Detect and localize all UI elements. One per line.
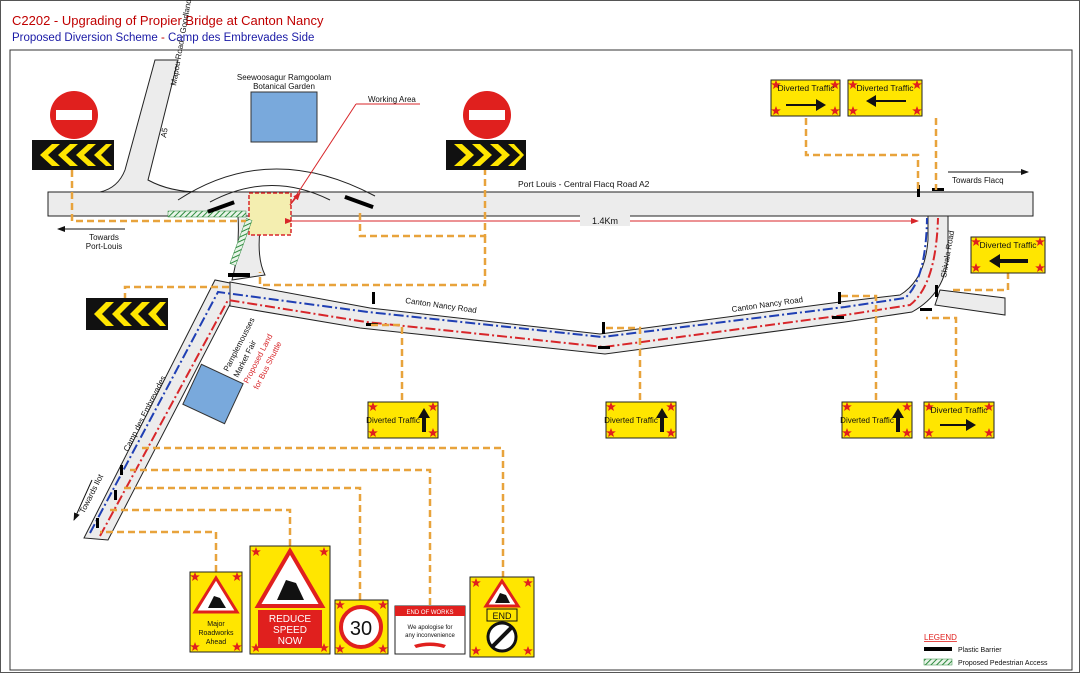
major-roadworks-line1: Major [207, 621, 225, 628]
no-entry-sign-right [463, 91, 511, 139]
diverted-traffic-sign-left-1: Diverted Traffic [847, 79, 923, 117]
worker-icon [495, 593, 510, 603]
a2-road-label: Port Louis - Central Flacq Road A2 [518, 179, 650, 189]
market-fair-block [182, 363, 244, 425]
plastic-barriers [96, 185, 944, 528]
diverted-traffic-text: Diverted Traffic [856, 83, 914, 93]
end-of-works-sign: END OF WORKS We apologise for any inconv… [394, 605, 466, 655]
legend-pedestrian-label: Proposed Pedestrian Access [958, 660, 1048, 667]
drawing-title: C2202 - Upgrading of Propier Bridge at C… [12, 13, 324, 28]
major-roadworks-line3: Ahead [206, 639, 226, 646]
bridge-hump-inner [209, 185, 331, 203]
speed-limit-value: 30 [350, 618, 372, 640]
major-roadworks-line2: Roadworks [198, 630, 234, 637]
legend-barrier-swatch [924, 647, 952, 651]
mapou-road [99, 59, 201, 193]
diverted-traffic-sign-up-3: Diverted Traffic [840, 401, 913, 439]
legend-barrier-label: Plastic Barrier [958, 647, 1002, 654]
speed-limit-sign: 30 [334, 599, 389, 655]
diverted-traffic-text: Diverted Traffic [604, 416, 658, 425]
pedestrian-access-2 [229, 218, 253, 266]
major-roadworks-sign: Major Roadworks Ahead [189, 571, 243, 653]
legend: LEGEND Plastic Barrier Proposed Pedestri… [923, 633, 1048, 667]
chevron-board-left [32, 140, 114, 170]
legend-pedestrian-swatch [923, 658, 953, 666]
arrow-right-icon [940, 419, 976, 431]
route-blue [89, 217, 928, 534]
diverted-traffic-text: Diverted Traffic [840, 416, 894, 425]
shivala-spur [934, 289, 1006, 316]
chevron-board-camp [86, 298, 168, 330]
reduce-speed-line3: NOW [278, 636, 303, 647]
diverted-traffic-text: Diverted Traffic [777, 83, 835, 93]
subtitle-separator: - [157, 32, 168, 44]
reduce-speed-line1: REDUCE [269, 614, 312, 625]
arrow-up-icon [418, 408, 430, 432]
reduce-speed-sign: REDUCE SPEED NOW [249, 545, 331, 655]
end-sign: END [469, 576, 535, 658]
canton-nancy-label-1: Canton Nancy Road [405, 296, 478, 315]
reduce-speed-line2: SPEED [273, 625, 307, 636]
arrow-up-icon [892, 408, 904, 432]
arrow-up-icon [656, 408, 668, 432]
signature-mark-icon [414, 642, 446, 648]
worker-icon [208, 596, 226, 608]
arrow-left-icon [989, 254, 1028, 268]
working-area-leader [289, 103, 357, 206]
diverted-traffic-sign-up-2: Diverted Traffic [604, 401, 677, 439]
legend-title: LEGEND [924, 633, 957, 642]
sign-leaders [70, 118, 1010, 605]
garden-label-line2: Botanical Garden [253, 82, 315, 91]
diverted-traffic-text: Diverted Traffic [366, 416, 420, 425]
distance-label: 1.4Km [592, 216, 618, 226]
pedestrian-access-1 [167, 210, 247, 218]
end-of-works-line2: any inconvenience [405, 633, 455, 639]
bridge-hump [177, 168, 376, 201]
derestriction-icon [490, 625, 514, 649]
end-of-works-line1: We apologise for [408, 625, 453, 631]
botanical-garden-block [250, 91, 318, 143]
towards-ilot-arrow [73, 479, 93, 521]
garden-label-line1: Seewoosagur Ramgoolam [237, 73, 332, 82]
diverted-traffic-sign-right-2: Diverted Traffic [923, 401, 995, 439]
inner-boundary [9, 49, 1073, 671]
chevron-board-right [446, 140, 526, 170]
worker-icon [277, 580, 304, 600]
diverted-traffic-sign-up-1: Diverted Traffic [366, 401, 439, 439]
diverted-traffic-text: Diverted Traffic [930, 405, 988, 415]
working-area-label: Working Area [368, 95, 416, 104]
towards-flacq-label: Towards Flacq [952, 176, 1004, 185]
subtitle-scheme: Proposed Diversion Scheme [12, 32, 158, 44]
towards-port-louis-line1: Towards [89, 233, 119, 242]
diversion-route [89, 217, 939, 537]
no-entry-sign-left [50, 91, 98, 139]
diverted-traffic-sign-left-2: Diverted Traffic [970, 236, 1046, 274]
end-label: END [492, 611, 512, 621]
drawing-subtitle: Proposed Diversion Scheme - Camp des Emb… [12, 32, 314, 44]
working-area [248, 192, 292, 236]
diverted-traffic-sign-right-1: Diverted Traffic [770, 79, 841, 117]
diverted-traffic-text: Diverted Traffic [979, 240, 1037, 250]
arrow-right-icon [786, 99, 826, 111]
arrow-left-icon [866, 95, 906, 107]
mapou-road-label-line2: A5 [159, 127, 170, 139]
mapou-road-label-line1: Mapou Road - Goodlands [169, 0, 194, 86]
subtitle-side: Camp des Embrevades Side [167, 32, 315, 44]
end-of-works-header: END OF WORKS [406, 610, 453, 616]
canton-nancy-road [229, 215, 949, 355]
towards-port-louis-line2: Port-Louis [86, 242, 122, 251]
route-red [99, 217, 939, 537]
